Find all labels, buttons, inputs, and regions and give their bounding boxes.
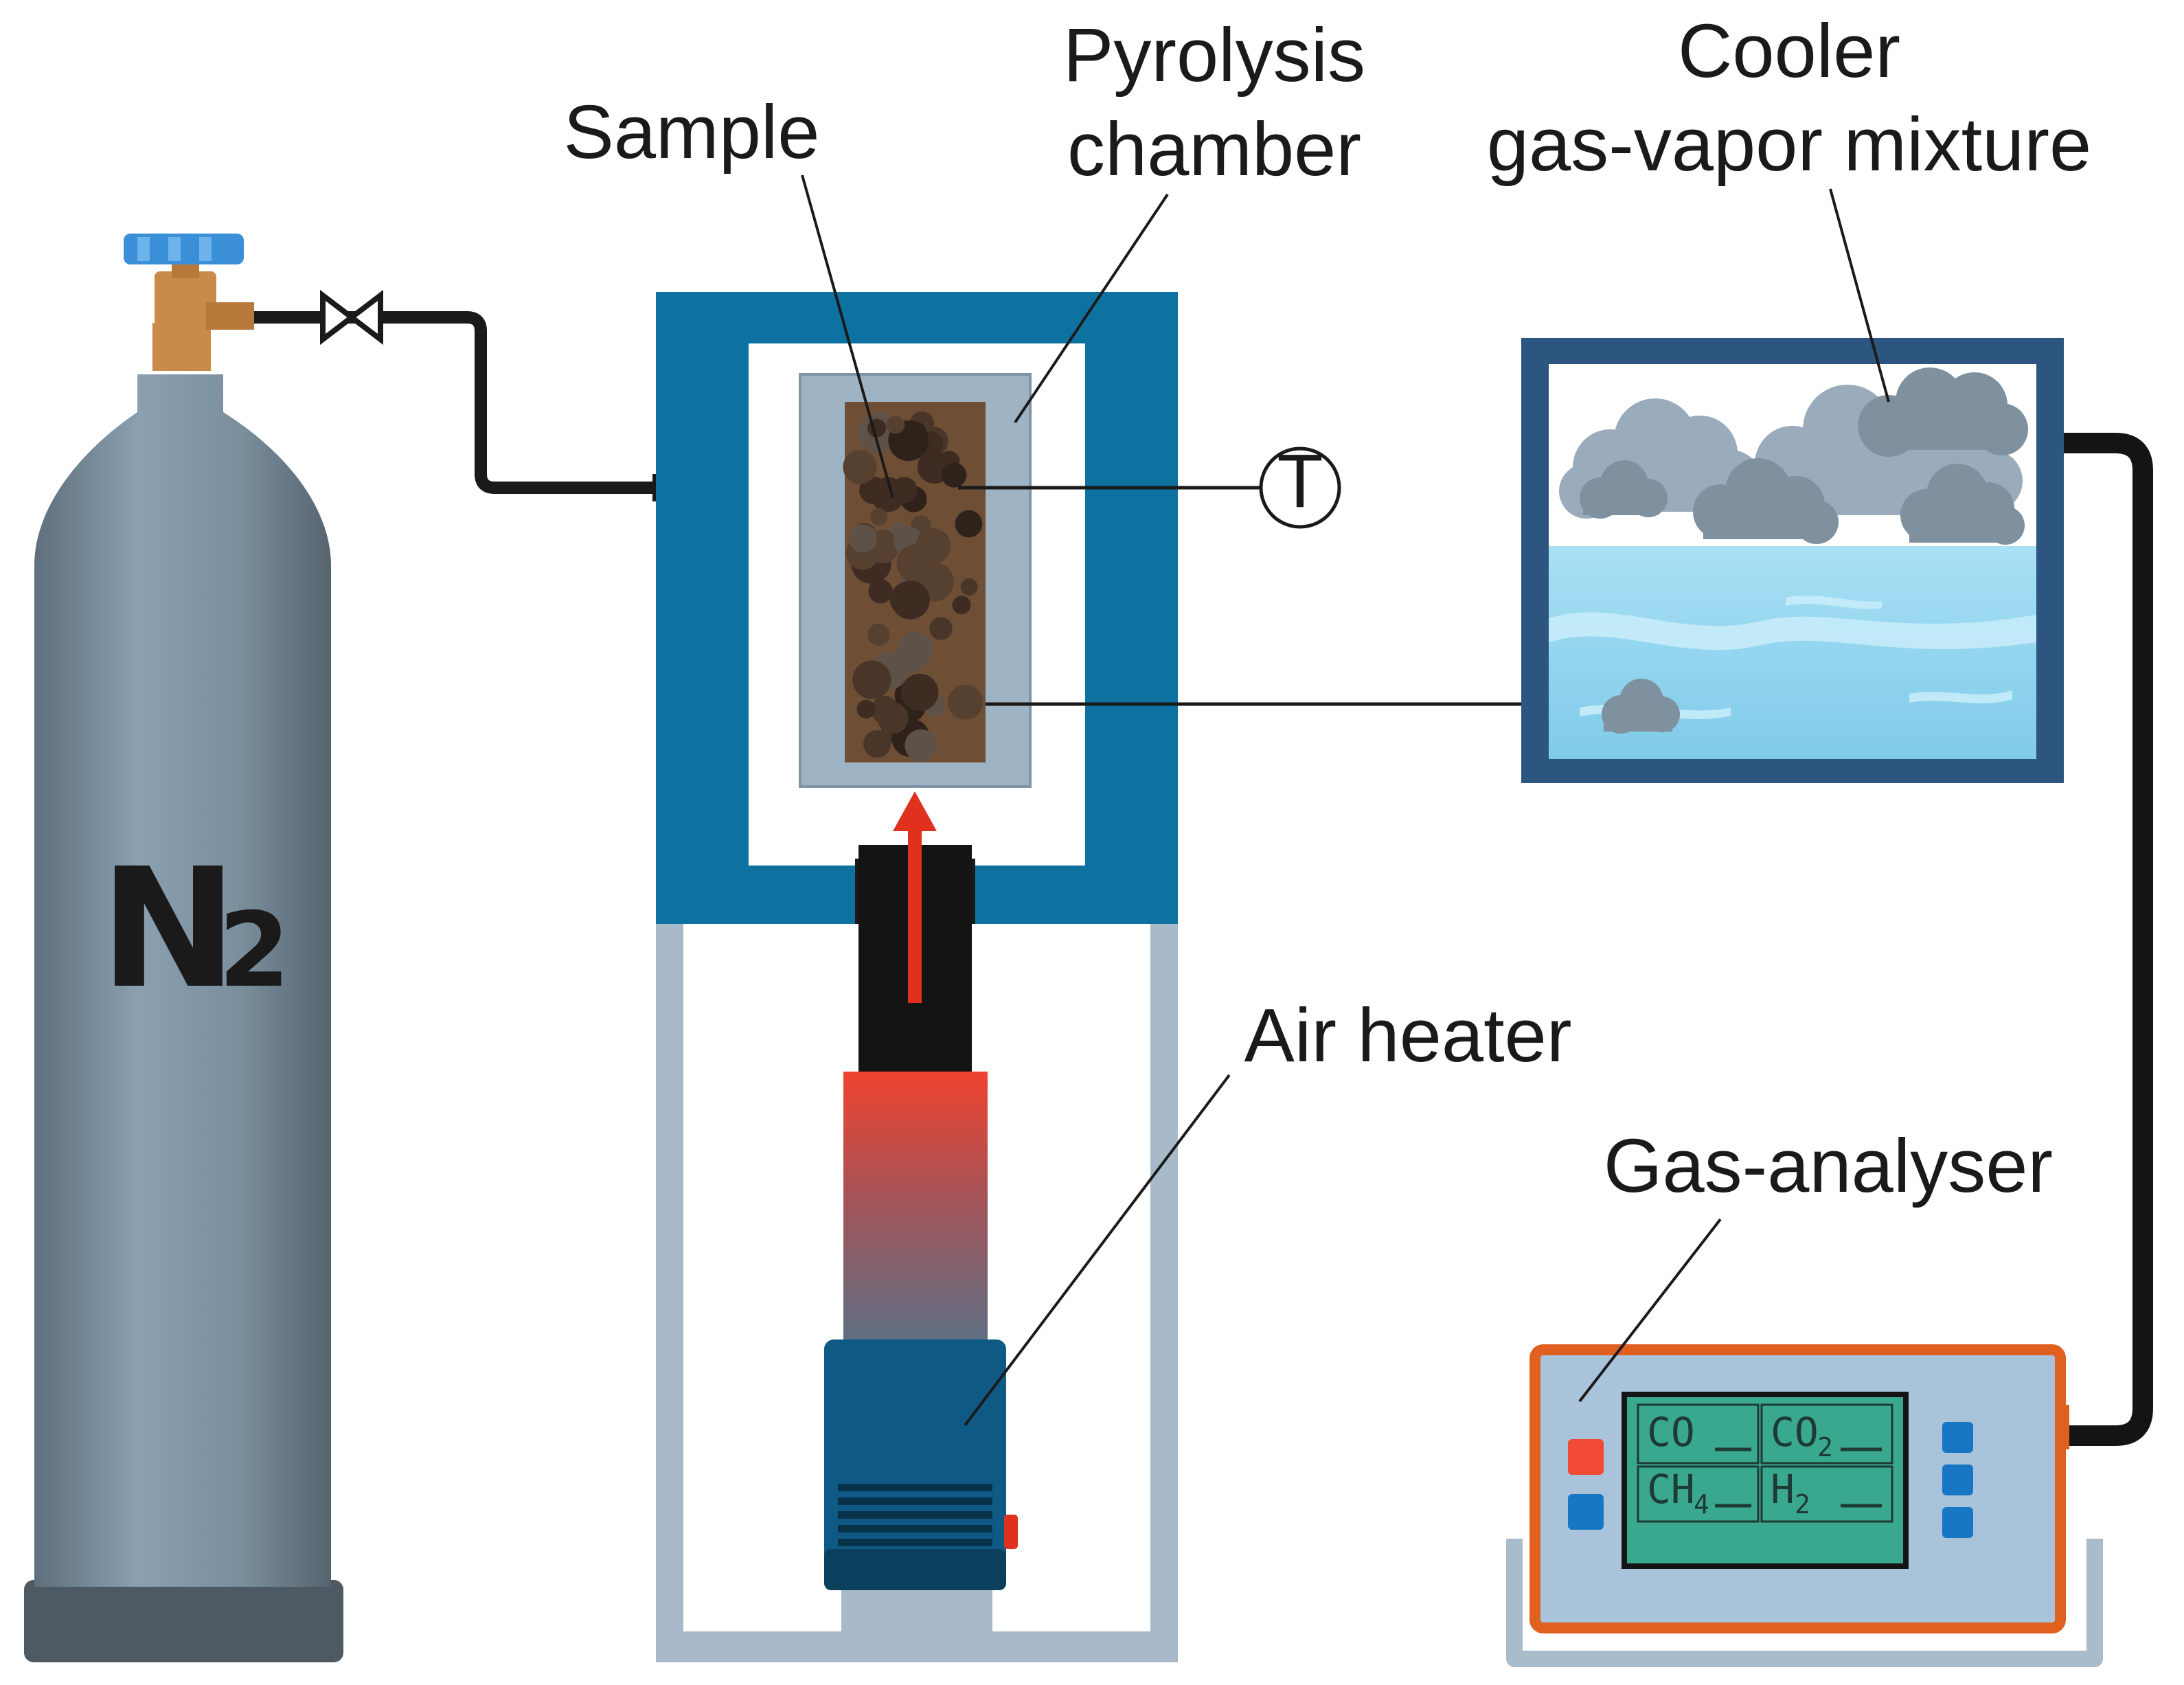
cylinder-label-n: N — [100, 833, 238, 1025]
lcd-co2-subscript: 2 — [1817, 1432, 1833, 1462]
lcd-h2-subscript: 2 — [1795, 1489, 1810, 1519]
label-air-heater: Air heater — [1244, 993, 1572, 1078]
thermocouple-symbol — [1259, 446, 1341, 529]
sample-particle — [941, 462, 967, 488]
sample-particle — [856, 699, 876, 719]
sample-particle — [852, 660, 891, 699]
sample-particle — [877, 702, 909, 734]
sample-particle — [867, 623, 890, 646]
sample-particle — [948, 684, 983, 720]
heater-body-shade — [824, 1549, 1006, 1590]
analyser-handle — [1506, 1539, 2103, 1667]
sample-particle — [929, 617, 953, 640]
sample-particles — [843, 411, 983, 762]
sample-particle — [897, 631, 933, 668]
vapor-cloud — [1900, 464, 2025, 545]
label-cooler-line1: Cooler — [1678, 9, 1900, 93]
valve-knob-highlight — [168, 237, 181, 261]
analyser-button-red — [1568, 1439, 1604, 1475]
label-sample: Sample — [564, 90, 820, 174]
valve-knob-highlight — [137, 237, 150, 261]
lcd-grid — [1637, 1403, 1893, 1523]
lcd-co2-label: CO — [1771, 1409, 1819, 1456]
sample-particle — [891, 580, 930, 620]
cylinder-label-subscript: 2 — [218, 891, 290, 1010]
label-pyrolysis-line2: chamber — [1067, 107, 1361, 192]
sample-particle — [868, 579, 893, 604]
lcd-screen — [1622, 1392, 1909, 1569]
lcd-ch4-label: CH — [1647, 1466, 1695, 1513]
sample-particle — [952, 596, 971, 615]
sample-particle — [843, 450, 877, 484]
gas-analyser: CO CO 2 CH 4 H 2 — [1506, 1344, 2103, 1667]
cooler — [1521, 338, 2064, 783]
heater-vent-grille — [838, 1484, 992, 1546]
sample-particle — [870, 508, 888, 525]
heater-switch — [1004, 1515, 1018, 1549]
inlet-bubble-cloud — [1602, 679, 1680, 734]
lcd-ch4-subscript: 4 — [1694, 1489, 1709, 1519]
sample-particle — [905, 729, 937, 762]
vapor-cloud — [1580, 460, 1668, 519]
sample-particle — [849, 524, 878, 553]
lcd-h2-label: H — [1771, 1466, 1795, 1513]
vapor-cloud — [1693, 458, 1839, 544]
stand-floor — [841, 1587, 992, 1662]
cylinder-base — [24, 1580, 343, 1662]
analyser-button-blue — [1942, 1465, 1973, 1495]
sample-particle — [960, 578, 978, 596]
heat-flow-arrow-icon — [893, 791, 937, 1003]
air-heater — [824, 791, 1018, 1590]
sample-particle — [896, 544, 935, 583]
valve-knob — [124, 234, 244, 264]
analyser-button-blue — [1942, 1422, 1973, 1453]
gas-valve-icon — [320, 289, 383, 346]
sample-particle — [887, 416, 905, 434]
label-gas-analyser: Gas-analyser — [1604, 1124, 2053, 1208]
label-cooler-line2: gas-vapor mixture — [1487, 102, 2091, 187]
analyser-button-blue — [1568, 1494, 1604, 1530]
leader-lines — [801, 174, 1890, 1427]
sample-particle — [955, 510, 983, 538]
cooler-to-analyser-line — [2064, 433, 2153, 1446]
cylinder-neck — [152, 323, 211, 371]
valve-body — [155, 271, 216, 326]
thermocouple: T — [958, 439, 1341, 529]
analyser-port — [2057, 1405, 2069, 1449]
thermocouple-letter: T — [1277, 439, 1323, 523]
analyser-button-blue — [1942, 1507, 1973, 1538]
sample-particle — [891, 477, 918, 504]
label-pyrolysis-line1: Pyrolysis — [1063, 13, 1365, 98]
lcd-co-label: CO — [1647, 1409, 1695, 1456]
nitrogen-cylinder: N 2 — [24, 234, 343, 1662]
cylinder-body — [34, 374, 331, 1587]
vapor-cloud — [1858, 367, 2028, 457]
heater-heating-zone — [843, 1072, 988, 1339]
valve-knob-highlight — [199, 237, 212, 261]
valve-outlet — [206, 302, 254, 330]
sample-particle — [901, 673, 939, 712]
